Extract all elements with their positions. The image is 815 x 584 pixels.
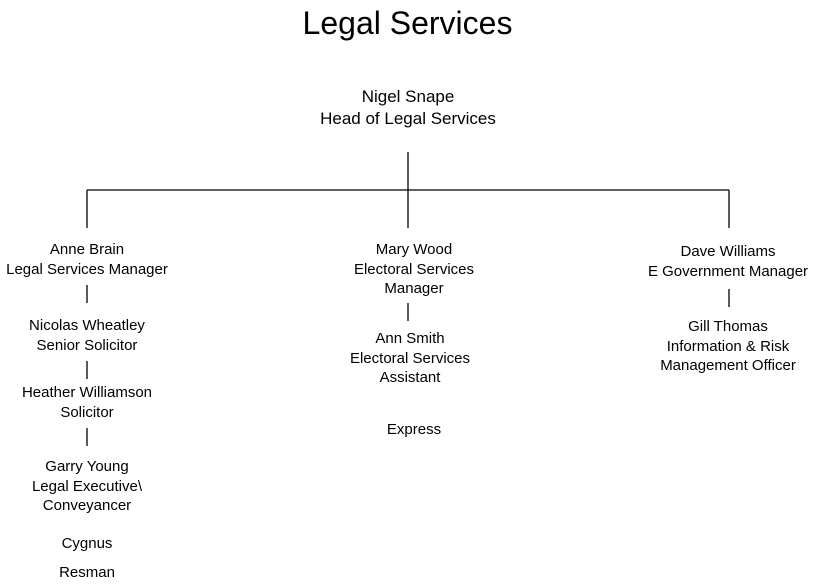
node-role: Electoral Services	[349, 349, 471, 367]
chart-title: Legal Services	[302, 5, 513, 41]
node-name: Nigel Snape	[361, 87, 455, 106]
node-ann-smith: Ann Smith Electoral Services Assistant	[310, 329, 510, 388]
node-role: Legal Services Manager	[6, 260, 168, 278]
node-name: Dave Williams	[680, 243, 776, 260]
node-mary-wood: Mary Wood Electoral Services Manager	[314, 240, 514, 299]
system-note-cygnus: Cygnus	[61, 535, 113, 552]
node-role: Solicitor	[60, 403, 114, 421]
node-name: Mary Wood	[375, 241, 453, 258]
node-name: Anne Brain	[49, 241, 125, 258]
node-role: Legal Executive\	[31, 477, 143, 495]
node-anne-brain: Anne Brain Legal Services Manager	[0, 240, 187, 279]
node-name: Garry Young	[45, 458, 129, 475]
node-gill-thomas: Gill Thomas Information & Risk Managemen…	[628, 317, 815, 376]
node-name: Gill Thomas	[688, 318, 768, 335]
system-note-resman: Resman	[59, 564, 115, 581]
node-role: Electoral Services	[353, 260, 475, 278]
node-dave-williams: Dave Williams E Government Manager	[628, 242, 815, 281]
node-name: Ann Smith	[375, 330, 445, 347]
system-note-express: Express	[386, 421, 442, 438]
node-role: Conveyancer	[42, 497, 132, 514]
node-role: Head of Legal Services	[320, 109, 496, 128]
node-garry-young: Garry Young Legal Executive\ Conveyancer	[0, 457, 187, 516]
node-role: Management Officer	[660, 357, 796, 374]
node-role: Information & Risk	[666, 337, 790, 355]
node-role: Senior Solicitor	[36, 336, 138, 354]
node-name: Nicolas Wheatley	[29, 317, 145, 334]
node-name: Heather Williamson	[21, 384, 153, 401]
node-role: Assistant	[379, 369, 441, 386]
node-nicolas-wheatley: Nicolas Wheatley Senior Solicitor	[0, 316, 187, 355]
node-heather-williamson: Heather Williamson Solicitor	[0, 383, 187, 422]
node-role: Manager	[384, 280, 444, 297]
node-head: Nigel Snape Head of Legal Services	[258, 86, 558, 130]
node-role: E Government Manager	[647, 262, 809, 280]
